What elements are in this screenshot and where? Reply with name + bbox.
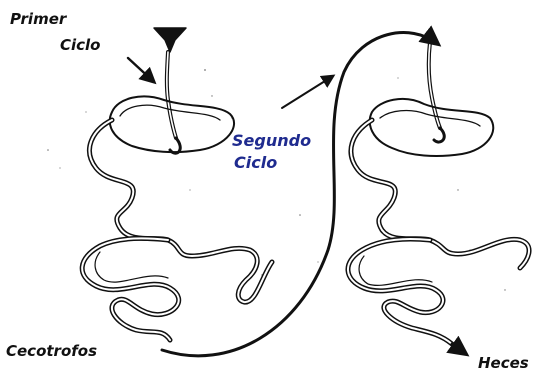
second-cycle-label-line1: Segundo	[232, 132, 311, 150]
second-large-intestine	[348, 239, 452, 344]
first-cycle-label-line2: Ciclo	[60, 36, 101, 54]
first-cycle-pointer-arrow	[128, 58, 154, 82]
first-cycle-label-line1: Primer	[10, 10, 101, 28]
second-cycle-pointer-arrow	[282, 76, 333, 108]
cecotrophs-label: Cecotrofos	[6, 342, 97, 360]
second-cycle-label-line2: Ciclo	[234, 154, 311, 172]
feces-label: Heces	[478, 354, 529, 372]
first-cycle-label: Primer Ciclo	[10, 10, 101, 54]
first-cycle-digestive-tract	[82, 28, 272, 340]
first-large-intestine	[82, 238, 179, 340]
food-intake-funnel	[154, 28, 186, 52]
feces-exit-arrow	[452, 344, 466, 354]
second-cycle-label: Segundo Ciclo	[232, 132, 311, 172]
second-stomach	[370, 99, 493, 156]
second-cycle-digestive-tract	[348, 42, 529, 344]
